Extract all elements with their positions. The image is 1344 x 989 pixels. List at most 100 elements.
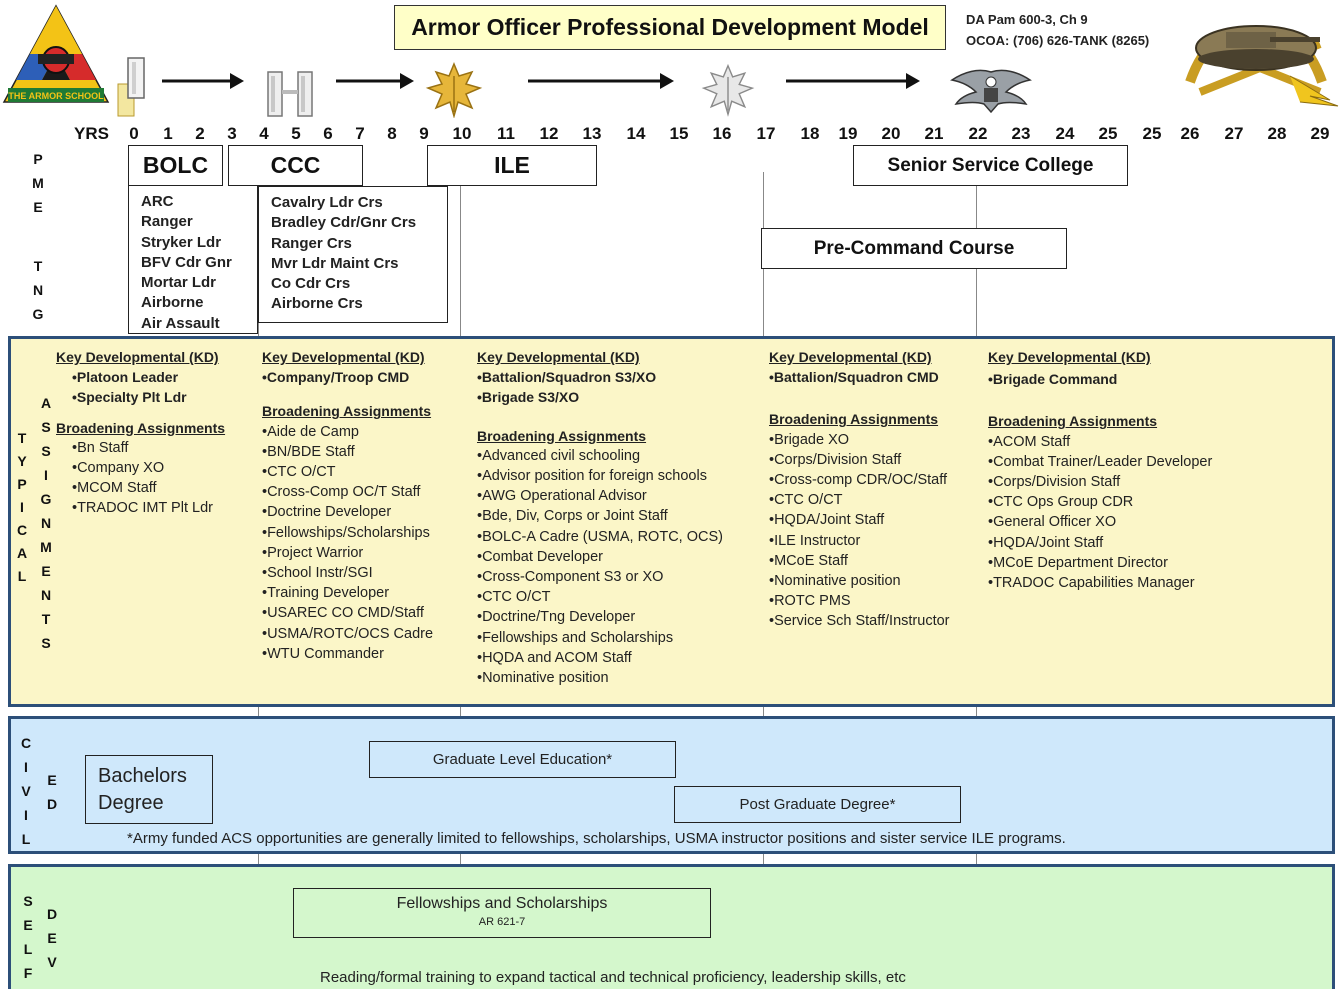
broadening-heading: Broadening Assignments <box>477 427 647 444</box>
broadening-item: •Cross-Comp OC/T Staff <box>262 484 421 501</box>
broadening-item: •Doctrine/Tng Developer <box>477 609 636 626</box>
year-tick: 11 <box>497 124 515 143</box>
side-letter: D <box>46 796 58 812</box>
broadening-item: •TRADOC Capabilities Manager <box>988 575 1195 592</box>
course-item: Airborne Crs <box>271 295 363 313</box>
pre-command-course-box: Pre-Command Course <box>761 228 1067 269</box>
second-lieutenant-bar-icon <box>117 57 145 117</box>
year-tick: 25 <box>1142 124 1162 143</box>
year-tick: 24 <box>1055 124 1075 143</box>
self-development-section <box>8 864 1335 989</box>
ccc-course-list: Cavalry Ldr Crs Bradley Cdr/Gnr Crs Rang… <box>258 186 448 323</box>
broadening-item: •Corps/Division Staff <box>769 451 902 468</box>
broadening-item: •AWG Operational Advisor <box>477 488 647 505</box>
year-tick: 14 <box>626 124 646 143</box>
kd-item: •Company/Troop CMD <box>262 369 410 386</box>
broadening-item: •Bn Staff <box>72 439 129 456</box>
course-item: Airborne <box>141 294 204 312</box>
ocoa-phone: OCOA: (706) 626-TANK (8265) <box>966 33 1150 48</box>
side-letter: S <box>41 443 51 459</box>
broadening-item: •CTC O/CT <box>769 492 843 509</box>
postgrad-degree-box: Post Graduate Degree* <box>674 786 961 823</box>
broadening-item: •CTC O/CT <box>477 589 551 606</box>
broadening-item: •MCoE Department Director <box>988 554 1168 571</box>
broadening-item: •Combat Trainer/Leader Developer <box>988 453 1213 470</box>
year-tick: 4 <box>259 124 269 143</box>
broadening-item: •Nominative position <box>477 670 609 687</box>
broadening-heading: Broadening Assignments <box>262 403 432 420</box>
year-tick: 28 <box>1267 124 1287 143</box>
captain-bars-icon <box>267 71 313 117</box>
graduate-education-box: Graduate Level Education* <box>369 741 676 778</box>
year-tick: 3 <box>227 124 237 143</box>
kd-item: •Brigade Command <box>988 371 1118 388</box>
side-letter: M <box>32 175 44 191</box>
course-item: Stryker Ldr <box>141 233 222 251</box>
side-letter: S <box>41 419 51 435</box>
fellowships-title: Fellowships and Scholarships <box>396 895 608 912</box>
broadening-item: •School Instr/SGI <box>262 565 373 582</box>
broadening-heading: Broadening Assignments <box>988 413 1158 430</box>
year-tick: 12 <box>539 124 559 143</box>
side-letter: E <box>47 930 57 946</box>
side-letter: F <box>23 965 33 981</box>
bachelors-line: Degree <box>98 791 164 814</box>
ile-box: ILE <box>427 145 597 186</box>
broadening-item: •Doctrine Developer <box>262 504 392 521</box>
typical-assignments-section <box>8 336 1335 707</box>
broadening-item: •Cross-Component S3 or XO <box>477 569 664 586</box>
year-tick: 23 <box>1011 124 1031 143</box>
side-letter: E <box>47 772 57 788</box>
fellowships-box: Fellowships and Scholarships AR 621-7 <box>293 888 711 938</box>
broadening-item: •CTC O/CT <box>262 464 336 481</box>
kd-item: •Battalion/Squadron CMD <box>769 369 939 386</box>
year-tick: 16 <box>712 124 732 143</box>
kd-heading: Key Developmental (KD) <box>769 349 932 365</box>
broadening-item: •Nominative position <box>769 573 901 590</box>
broadening-item: •Combat Developer <box>477 548 603 565</box>
self-dev-note: Reading/formal training to expand tactic… <box>320 969 906 986</box>
side-letter: T <box>33 258 43 274</box>
kd-heading: Key Developmental (KD) <box>988 349 1151 365</box>
progression-arrow <box>786 73 920 89</box>
side-letter: E <box>33 199 43 215</box>
broadening-heading: Broadening Assignments <box>56 419 226 436</box>
side-letter: A <box>40 395 52 411</box>
senior-service-college-box: Senior Service College <box>853 145 1128 186</box>
year-tick: 10 <box>452 124 472 143</box>
broadening-item: •Training Developer <box>262 585 390 602</box>
side-letter: A <box>16 545 28 561</box>
civil-education-section <box>8 716 1335 854</box>
broadening-item: •USMA/ROTC/OCS Cadre <box>262 625 434 642</box>
year-tick: 27 <box>1224 124 1244 143</box>
course-item: Ranger Crs <box>271 234 352 252</box>
years-label: YRS <box>74 124 109 143</box>
bachelors-degree-box: Bachelors Degree <box>85 755 213 824</box>
broadening-item: •Fellowships and Scholarships <box>477 629 674 646</box>
side-letter: T <box>17 430 27 446</box>
year-tick: 25 <box>1098 124 1118 143</box>
assignments-col: Key Developmental (KD) •Brigade Command … <box>988 347 1288 593</box>
side-letter: C <box>16 522 28 538</box>
broadening-item: •ILE Instructor <box>769 532 861 549</box>
ccc-box: CCC <box>228 145 363 186</box>
course-item: Bradley Cdr/Gnr Crs <box>271 214 417 232</box>
page-title: Armor Officer Professional Development M… <box>394 5 946 50</box>
progression-arrow <box>528 73 674 89</box>
broadening-item: •Brigade XO <box>769 431 850 448</box>
armor-school-logo: THE ARMOR SCHOOL <box>2 4 110 103</box>
lieutenant-colonel-oak-leaf-icon <box>701 63 755 117</box>
side-letter: L <box>23 941 33 957</box>
armor-branch-insignia <box>1185 25 1339 107</box>
year-tick: 1 <box>163 124 173 143</box>
side-letter: N <box>32 282 44 298</box>
side-letter: G <box>32 306 44 322</box>
kd-heading: Key Developmental (KD) <box>477 349 640 365</box>
broadening-item: •Company XO <box>72 460 165 477</box>
broadening-item: •HQDA/Joint Staff <box>988 534 1104 551</box>
side-letter: P <box>17 476 27 492</box>
year-tick: 21 <box>924 124 944 143</box>
year-tick: 29 <box>1310 124 1330 143</box>
assignments-ltc: Key Developmental (KD) •Battalion/Squadr… <box>769 347 974 632</box>
assignments-lt: Key Developmental (KD) •Platoon Leader •… <box>56 347 256 519</box>
